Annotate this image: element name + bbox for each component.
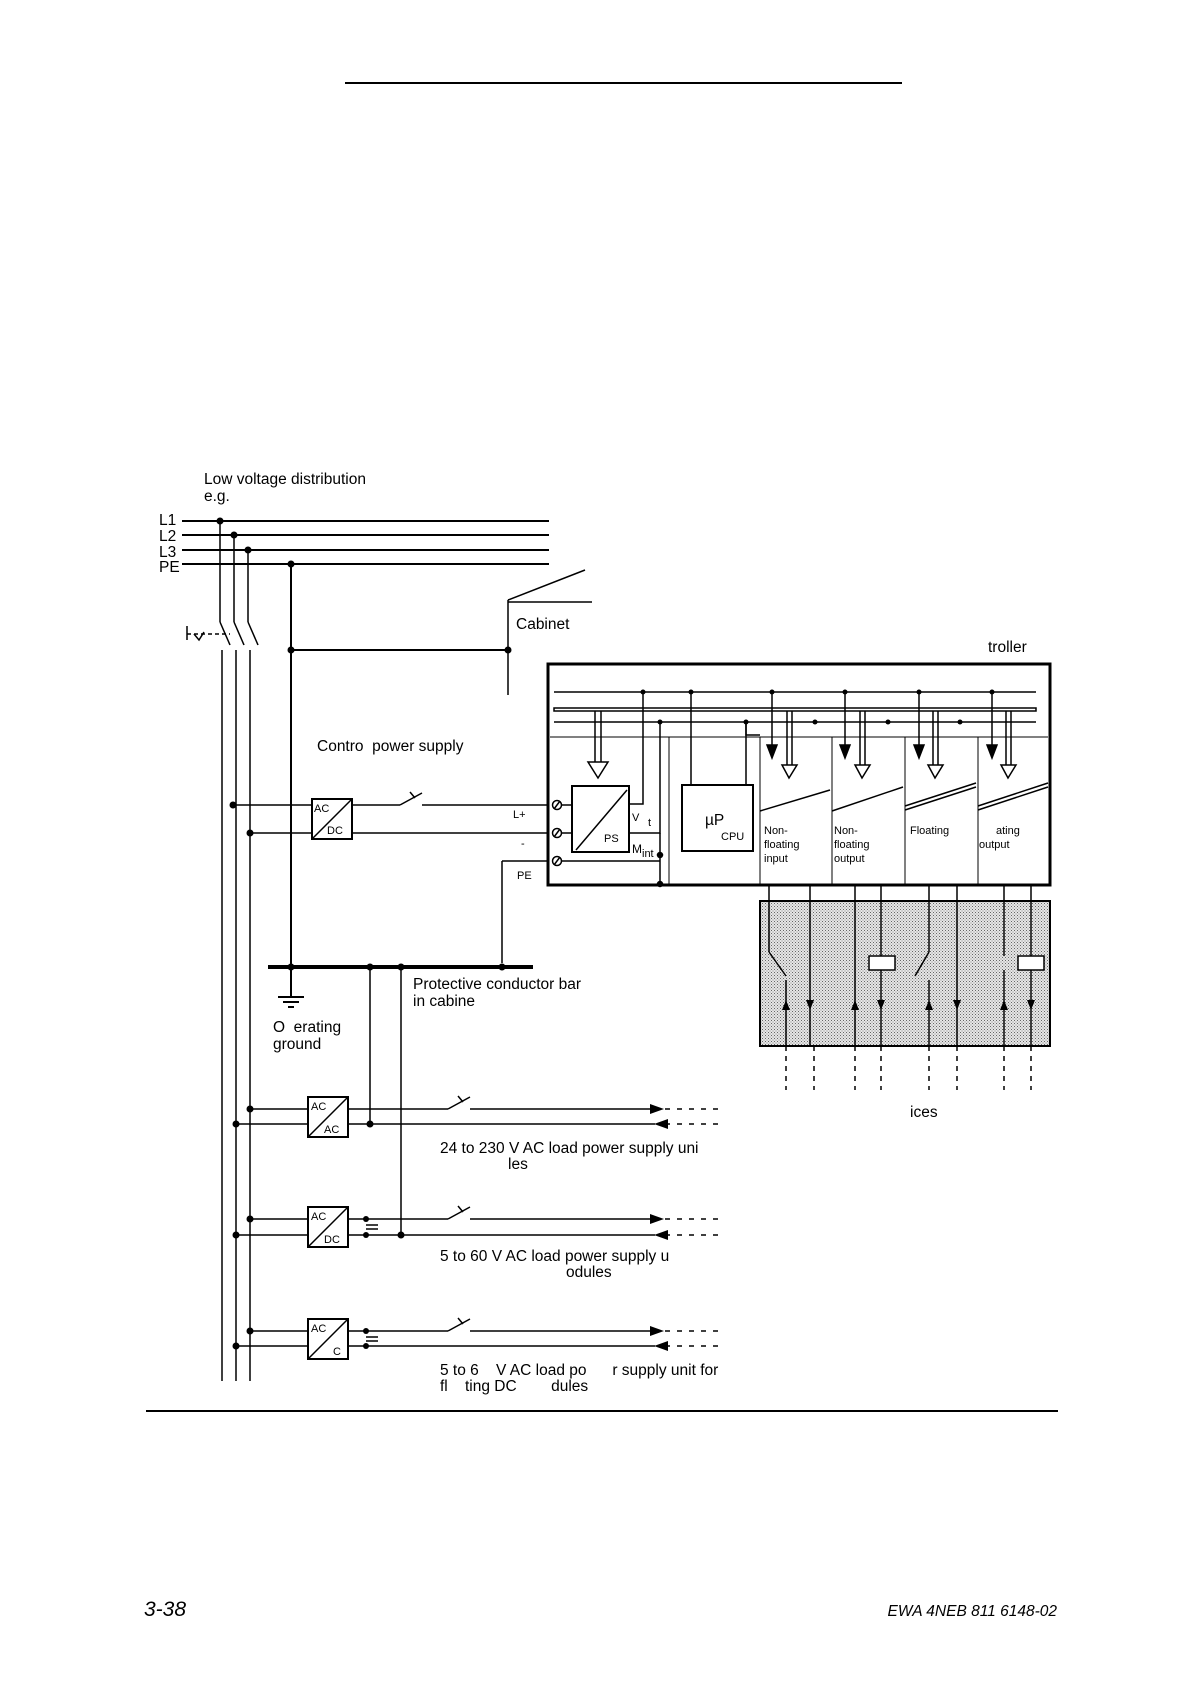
io-module-labels: Non- floating input Non- floating output… [764, 825, 1020, 865]
field-load-2 [1017, 955, 1045, 971]
svg-text:C: C [333, 1346, 341, 1358]
bus-junctions [216, 517, 295, 568]
minus-label: - [521, 838, 525, 850]
svg-text:DC: DC [324, 1234, 340, 1246]
load-psu-1-label-2: les [508, 1156, 528, 1173]
ps-wiring [629, 692, 664, 888]
operating-ground-label: O erating [273, 1019, 341, 1036]
controller-frame [546, 662, 1052, 887]
load-psu-1: AC AC [232, 1095, 720, 1138]
svg-text:Non-: Non- [764, 825, 788, 837]
svg-text:DC: DC [327, 825, 343, 837]
svg-text:output: output [979, 839, 1010, 851]
svg-text:floating: floating [764, 839, 799, 851]
svg-text:AC: AC [311, 1211, 326, 1223]
bus-label-l3: L3 [159, 544, 176, 561]
load-psu-2: AC DC [232, 1205, 720, 1248]
svg-text:AC: AC [314, 803, 329, 815]
svg-text:int: int [642, 848, 654, 860]
svg-text:CPU: CPU [721, 831, 744, 843]
controller-label: troller [988, 639, 1027, 656]
load-psu-2-label-2: odules [566, 1264, 612, 1281]
svg-text:floating: floating [834, 839, 869, 851]
field-devices-area [759, 900, 1051, 1047]
load-psu-3-label-2: fl ting DC dules [440, 1378, 588, 1395]
field-load-1 [868, 955, 896, 971]
low-voltage-label: Low voltage distribution [204, 471, 366, 488]
load-psu-3: AC C [232, 1317, 720, 1360]
devices-label: ices [910, 1104, 938, 1121]
control-power-supply-label: Contro power supply [317, 738, 464, 755]
protective-bar-label-2: in cabine [413, 993, 475, 1010]
pe-terminal-label: PE [517, 870, 532, 882]
io-module-arrows [745, 692, 1018, 780]
svg-text:AC: AC [311, 1101, 326, 1113]
bus-label-pe: PE [159, 559, 180, 576]
main-switch [186, 521, 259, 1381]
svg-text:PS: PS [604, 833, 619, 845]
ps-terminals [551, 799, 660, 867]
document-code: EWA 4NEB 811 6148-02 [887, 1603, 1057, 1620]
svg-text:output: output [834, 853, 865, 865]
svg-text:M: M [632, 842, 642, 856]
pe-conductor [278, 564, 508, 1008]
low-voltage-label-eg: e.g. [204, 488, 230, 505]
load-psu-2-label: 5 to 60 V AC load power supply u [440, 1248, 669, 1265]
pe-junction [287, 646, 295, 654]
load-psu-1-label: 24 to 230 V AC load power supply uni [440, 1140, 699, 1157]
io-module-isolation-lines [759, 782, 1049, 812]
ps-module: PS V t M int [571, 785, 654, 860]
svg-text:t: t [648, 817, 651, 829]
svg-text:µP: µP [705, 812, 724, 829]
page-number: 3-38 [144, 1598, 187, 1621]
bus-label-l2: L2 [159, 528, 176, 545]
svg-text:Non-: Non- [834, 825, 858, 837]
control-psu-wiring [233, 791, 555, 963]
protective-bar-label: Protective conductor bar [413, 976, 581, 993]
svg-text:V: V [632, 812, 640, 824]
svg-text:Floating: Floating [910, 825, 949, 837]
supply-bus-lines [182, 520, 549, 565]
controller-internal-bus [553, 691, 1037, 723]
operating-ground-label-2: ground [273, 1036, 321, 1053]
svg-text:AC: AC [324, 1124, 339, 1136]
load-psu-3-label: 5 to 6 V AC load po r supply unit for [440, 1362, 718, 1379]
control-psu-junctions [229, 801, 254, 837]
protective-bar-drops [369, 967, 402, 1235]
field-dashed-leads [785, 1046, 1032, 1090]
field-arrows [782, 1000, 1035, 1010]
l-plus-label: L+ [513, 809, 526, 821]
cabinet-label: Cabinet [516, 616, 570, 633]
svg-text:ating: ating [996, 825, 1020, 837]
bus-label-l1: L1 [159, 512, 176, 529]
svg-text:AC: AC [311, 1323, 326, 1335]
ps-arrow [586, 711, 610, 780]
control-psu-box: AC DC [311, 798, 353, 840]
cabinet-outline [507, 569, 592, 695]
svg-text:input: input [764, 853, 788, 865]
